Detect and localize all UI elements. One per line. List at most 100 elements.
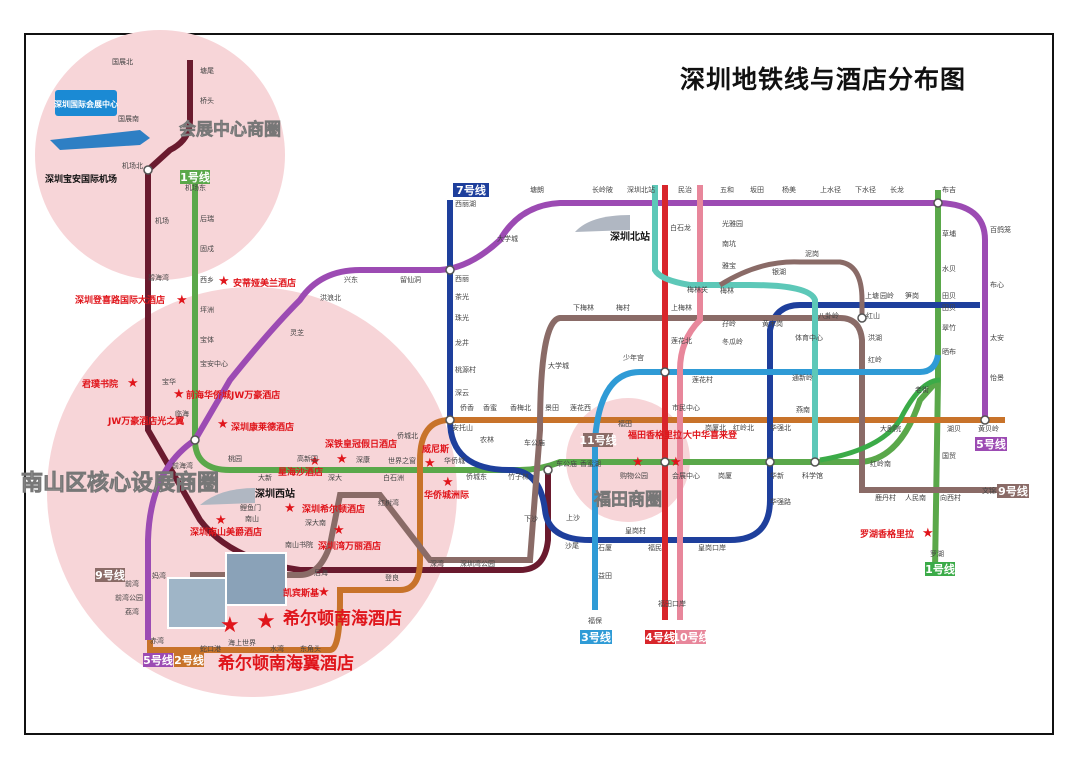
hotel-star: ★	[173, 387, 185, 402]
hotel-star: ★	[333, 523, 345, 538]
station-label: 深大南	[305, 518, 326, 527]
station-label: 国展北	[112, 58, 133, 66]
station-label: 光雅园	[722, 219, 743, 228]
station-label: 民治	[678, 185, 692, 194]
station-label: 百鸽笼	[990, 225, 1011, 234]
hotel-label: 罗湖香格里拉	[860, 528, 914, 540]
hotel-star: ★	[309, 454, 321, 469]
badge-line-10-label: 10号线	[672, 630, 709, 644]
line-3	[592, 354, 941, 610]
station-label: 西丽湖	[455, 199, 476, 208]
station-label: 机场	[155, 216, 169, 225]
hotel-star: ★	[922, 526, 934, 541]
hotel-photo-1	[167, 577, 227, 629]
station-label: 福田	[618, 419, 632, 428]
station-label: 宝体	[200, 335, 214, 344]
station-node	[190, 435, 200, 445]
station-label: 碧海湾	[148, 273, 169, 282]
station-label: 体育中心	[795, 333, 823, 342]
station-label: 洪浪北	[320, 293, 341, 302]
badge-line-1-east	[925, 562, 955, 576]
badge-line-7-label: 7号线	[456, 183, 486, 197]
station-label: 鹿丹村	[875, 493, 896, 502]
station-node	[660, 457, 670, 467]
station-label: 通新岭	[792, 373, 813, 382]
station-label: 杨美	[782, 185, 796, 194]
badge-line-9-east-label: 9号线	[998, 484, 1028, 498]
badge-line-9-west	[95, 568, 125, 582]
line-9	[190, 315, 1000, 578]
station-label: 梅林关	[687, 285, 708, 294]
station-label: 市民中心	[672, 403, 700, 412]
line-1	[192, 170, 941, 571]
station-label: 莲花北	[671, 336, 692, 345]
station-label: 科学馆	[802, 471, 823, 480]
station-label: 大学城	[497, 234, 518, 243]
line-7	[447, 200, 980, 543]
station-label: 国贸	[942, 451, 956, 460]
hotel-label: 希尔顿南海翼酒店	[218, 653, 354, 674]
station-label: 留仙洞	[400, 275, 421, 284]
station-label: 黄贝岭	[978, 424, 999, 433]
station-label: 深康	[356, 455, 370, 464]
station-label: 石厦	[598, 544, 612, 552]
hotel-labels: ★ 安蒂娅美兰酒店 深圳登喜路国际大酒店 ★ ★ 前海华侨城JW万豪酒店 君璞书…	[75, 274, 934, 674]
zone-expo-title: 会展中心商圈	[179, 119, 281, 140]
station-label: 南山	[245, 514, 259, 523]
badge-line-3-label: 3号线	[581, 630, 611, 644]
station-label: 东角头	[300, 644, 321, 653]
hotel-label: 希尔顿南海酒店	[283, 608, 402, 629]
station-label: 大剧院	[880, 424, 901, 433]
train-icon-north	[575, 215, 630, 232]
station-label: 深圳湾公园	[460, 559, 495, 568]
station-label: 宝安中心	[200, 359, 228, 368]
station-label: 坪洲	[200, 306, 214, 314]
badge-line-9-west-label: 9号线	[95, 568, 125, 582]
station-label: 八卦岭	[818, 311, 839, 320]
zone-nanshan-title: 南山区核心设展商圈	[21, 470, 219, 496]
station-label: 园岭	[880, 291, 894, 300]
station-label: 燕南	[796, 405, 810, 414]
station-label: 固戍	[200, 244, 214, 253]
station-label: 塘尾	[200, 66, 214, 75]
airport-label: 深圳宝安国际机场	[45, 173, 117, 185]
station-label: 长岭陂	[592, 185, 613, 194]
station-label: 益田	[598, 571, 612, 580]
badge-line-9-east	[997, 484, 1029, 498]
station-node	[445, 415, 455, 425]
station-label: 黄木岗	[762, 319, 783, 328]
station-label: 雅宝	[722, 261, 736, 270]
line-6	[652, 185, 818, 460]
station-label: 下沙	[524, 515, 538, 523]
station-label: 长龙	[890, 185, 904, 194]
hotel-star: ★	[632, 455, 644, 470]
hotel-star: ★	[336, 452, 348, 467]
station-label: 罗湖	[930, 549, 944, 558]
map-frame	[24, 33, 1054, 735]
hotel-star: ★	[442, 475, 454, 490]
station-label: 灵芝	[290, 328, 304, 337]
station-label: 福保	[588, 616, 602, 625]
station-node	[765, 457, 775, 467]
station-label: 沙尾	[565, 542, 579, 550]
station-label: 皇岗村	[625, 526, 646, 535]
hotel-star: ★	[424, 456, 436, 471]
line-2	[147, 417, 1005, 653]
station-label: 莲花西	[570, 403, 591, 412]
hotel-label: 星海沙酒店	[278, 466, 323, 478]
zone-expo-circle	[35, 30, 285, 280]
station-label: 会展中心	[672, 471, 700, 480]
station-node	[810, 457, 820, 467]
station-label: 兴东	[344, 275, 358, 284]
hotel-label: 深圳登喜路国际大酒店	[75, 294, 165, 306]
station-label: 皇岗口岸	[698, 543, 726, 552]
station-label: 文锦	[982, 486, 996, 495]
badge-line-5-east-label: 5号线	[976, 437, 1006, 451]
hotel-label: 深圳希尔顿酒店	[302, 503, 365, 515]
badge-line-10	[676, 630, 706, 644]
station-label: 赤湾	[150, 636, 164, 645]
station-label: 红山	[866, 311, 880, 320]
station-label: 南坑	[722, 239, 736, 248]
badge-line-1-east-label: 1号线	[925, 562, 955, 576]
line-5	[145, 200, 988, 640]
